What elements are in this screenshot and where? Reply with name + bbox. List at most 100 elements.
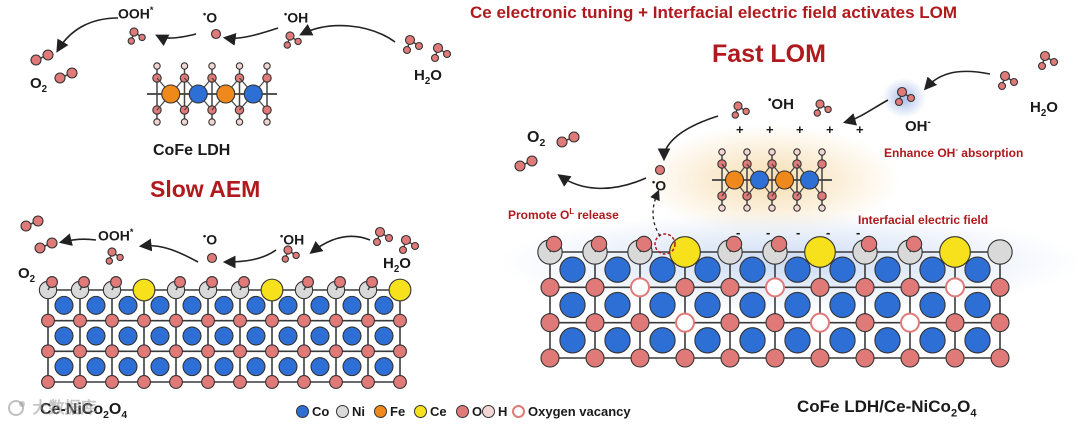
ldh-top-hydrogen [180, 118, 189, 126]
spinel-right-co-atom [649, 256, 676, 283]
legend-item: Ni [336, 404, 365, 419]
ldh-right-hydrogen [743, 204, 751, 212]
spinel-right-oxygen-vacancy [675, 312, 695, 333]
species-h2o-top: H2O [414, 67, 442, 87]
spinel-right-oxygen-vacancy [765, 277, 785, 298]
species-o-bottom: •O [203, 231, 218, 248]
ldh-right-hydrogen [718, 148, 726, 156]
oh-top-species-oxygen [285, 31, 295, 41]
ldh-top-hydrogen [208, 62, 216, 70]
ldh-top-co-atom [243, 84, 263, 104]
spinel-left-oxygen [297, 313, 311, 328]
ldh-top-hydrogen [263, 62, 271, 70]
spinel-right-co-atom [874, 327, 901, 354]
spinel-right-oxygen [540, 348, 560, 368]
spinel-left-co-atom [54, 326, 74, 346]
ooh-top-species-hydrogen [127, 37, 136, 45]
spinel-left-co-atom [246, 326, 266, 346]
ldh-top-hydrogen [153, 62, 161, 70]
species-oh-right: •OH [768, 95, 794, 113]
spinel-right-oxygen [675, 277, 695, 297]
spinel-right-co-atom [649, 291, 676, 319]
spinel-left-co-atom [54, 295, 74, 315]
spinel-left-oxygen [393, 313, 407, 328]
spinel-right-co-atom [874, 256, 901, 283]
mechanism-label-fast-lom: Fast LOM [712, 40, 826, 68]
spinel-left-oxygen [169, 344, 183, 359]
spinel-left-co-atom [118, 357, 138, 377]
spinel-left-oxygen [137, 313, 151, 328]
arrow-o-to-o2-right [557, 174, 647, 190]
spinel-left-ce-atom [388, 278, 412, 302]
spinel-left-co-atom [150, 295, 170, 315]
spinel-right-co-atom [784, 291, 811, 319]
spinel-right-oxygen [945, 348, 965, 368]
spinel-left-oxygen [297, 375, 311, 389]
spinel-left-oxygen [393, 375, 407, 389]
oh-right-species-hydrogen [742, 107, 750, 116]
water-bottom-1-oxygen [374, 226, 386, 238]
spinel-right-oxygen [540, 277, 560, 297]
spinel-left-co-atom [342, 357, 362, 377]
spinel-right-oxygen [585, 277, 605, 297]
spinel-right-oxygen [945, 313, 965, 333]
water-right-1-oxygen [999, 70, 1011, 82]
o2-bottom-2-atom [34, 242, 46, 254]
positive-charge-sign: + [796, 122, 804, 137]
spinel-left-oxygen [105, 375, 119, 389]
species-h2o-bottom: H2O [383, 255, 411, 275]
spinel-left-oxygen [105, 344, 119, 359]
spinel-right-co-atom [604, 291, 631, 319]
arrow-oh-to-o-bottom [222, 249, 277, 269]
positive-charge-sign: + [826, 122, 834, 137]
spinel-left-co-atom [342, 326, 362, 346]
o2-bottom-1-atom [32, 215, 44, 227]
ldh-top-hydrogen [235, 118, 244, 126]
spinel-right-co-atom [964, 327, 991, 354]
species-oh-top: •OH [284, 9, 309, 26]
oh-bottom-species-oxygen [283, 245, 293, 255]
arrow-oh-to-o-right [657, 115, 719, 162]
spinel-left-oxygen [233, 313, 247, 328]
ldh-right-oxygen [817, 159, 827, 169]
spinel-left-oxygen [137, 344, 151, 359]
spinel-right-adsorbed-oxygen [725, 235, 743, 253]
lattice-oxygen-highlight [654, 233, 676, 255]
spinel-right-adsorbed-oxygen [905, 235, 923, 253]
water-bottom-1-hydrogen [384, 233, 394, 243]
spinel-right-oxygen [810, 277, 830, 297]
spinel-left-co-atom [182, 357, 202, 377]
legend-label: Ce [430, 404, 447, 419]
spinel-right-oxygen [900, 348, 920, 368]
spinel-left-co-atom [86, 326, 106, 346]
spinel-right-adsorbed-oxygen [860, 235, 878, 253]
species-o2-right: O2 [527, 129, 546, 150]
legend-label: Fe [390, 404, 406, 419]
spinel-right-co-atom [919, 256, 946, 283]
spinel-left-oxygen [201, 313, 215, 328]
spinel-right-adsorbed-oxygen [545, 235, 563, 253]
ldh-top-hydrogen [180, 62, 189, 70]
oh-minus-species-hydrogen [894, 97, 904, 107]
legend-swatch [414, 405, 427, 418]
spinel-left-oxygen [201, 344, 215, 359]
spinel-left-co-atom [310, 326, 330, 346]
spinel-left-co-atom [118, 295, 138, 315]
spinel-right-co-atom [739, 256, 766, 283]
spinel-right-oxygen [720, 348, 740, 368]
species-oh-bottom: •OH [280, 231, 305, 248]
spinel-right-co-atom [829, 291, 856, 319]
species-ooh-top: OOH* [118, 5, 154, 22]
spinel-right-oxygen [585, 313, 605, 333]
arrow-o-to-ooh-bottom [138, 238, 199, 263]
spinel-right-ni-atom [987, 239, 1013, 265]
o2-top-2-atom [54, 72, 66, 84]
catalyst-label-cofe-ldh: CoFe LDH [153, 142, 231, 159]
negative-charge-sign: - [856, 225, 861, 240]
ldh-right-fe-atom [774, 170, 795, 190]
spinel-left-oxygen [361, 344, 375, 359]
spinel-left-adsorbed-oxygen [206, 276, 218, 288]
ldh-top-co-atom [188, 84, 208, 104]
legend-label: Oxygen vacancy [528, 404, 631, 419]
o-top-species [210, 28, 222, 40]
